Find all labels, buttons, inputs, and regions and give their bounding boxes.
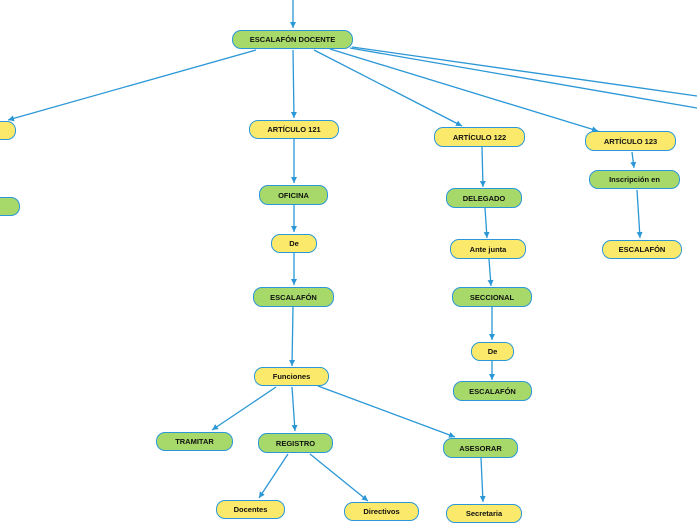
node-ante-junta[interactable]: Ante junta — [450, 239, 526, 259]
edge-art122-delegado — [479, 146, 486, 188]
node-tramitar[interactable]: TRAMITAR — [156, 432, 233, 451]
edge-root-art121 — [290, 49, 297, 119]
edge-asesorar-secretaria — [479, 457, 486, 503]
edge-art123-inscripcion — [630, 151, 637, 169]
node-escalafon-3[interactable]: ESCALAFÓN — [602, 240, 682, 259]
edge-root-offscreen-1 — [349, 47, 697, 109]
node-left-partial-1[interactable] — [0, 121, 16, 140]
node-escalafon-2[interactable]: ESCALAFÓN — [453, 381, 532, 401]
edge-delegado-antejunta — [483, 207, 490, 239]
edge-registro-directivos — [309, 453, 369, 502]
edge-funciones-tramitar — [211, 386, 277, 431]
node-secretaria[interactable]: Secretaria — [446, 504, 522, 523]
node-de-2[interactable]: De — [471, 342, 514, 361]
edge-root-art123 — [329, 48, 599, 133]
edge-escalafon1-funciones — [289, 306, 296, 367]
edge-root-left1 — [7, 49, 257, 122]
node-escalafon-docente[interactable]: ESCALAFÓN DOCENTE — [232, 30, 353, 49]
node-delegado[interactable]: DELEGADO — [446, 188, 522, 208]
node-articulo-123[interactable]: ARTÍCULO 123 — [585, 131, 676, 151]
node-asesorar[interactable]: ASESORAR — [443, 438, 518, 458]
node-articulo-121[interactable]: ARTÍCULO 121 — [249, 120, 339, 139]
node-oficina[interactable]: OFICINA — [259, 185, 328, 205]
node-docentes[interactable]: Docentes — [216, 500, 285, 519]
node-escalafon-1[interactable]: ESCALAFÓN — [253, 287, 334, 307]
node-funciones[interactable]: Funciones — [254, 367, 329, 386]
edge-registro-docentes — [258, 453, 289, 499]
node-registro[interactable]: REGISTRO — [258, 433, 333, 453]
edge-antejunta-seccional — [487, 258, 494, 287]
edge-funciones-registro — [291, 386, 298, 432]
node-inscripcion-en[interactable]: Inscripción en — [589, 170, 680, 189]
edge-inscripcion-escalafon3 — [636, 189, 643, 239]
node-de-1[interactable]: De — [271, 234, 317, 253]
node-seccional[interactable]: SECCIONAL — [452, 287, 532, 307]
node-directivos[interactable]: Directivos — [344, 502, 419, 521]
edge-root-offscreen-2 — [351, 46, 697, 97]
edge-root-art122 — [313, 49, 463, 127]
edge-funciones-asesorar — [317, 385, 456, 438]
node-articulo-122[interactable]: ARTÍCULO 122 — [434, 127, 525, 147]
node-left-partial-2[interactable] — [0, 197, 20, 216]
